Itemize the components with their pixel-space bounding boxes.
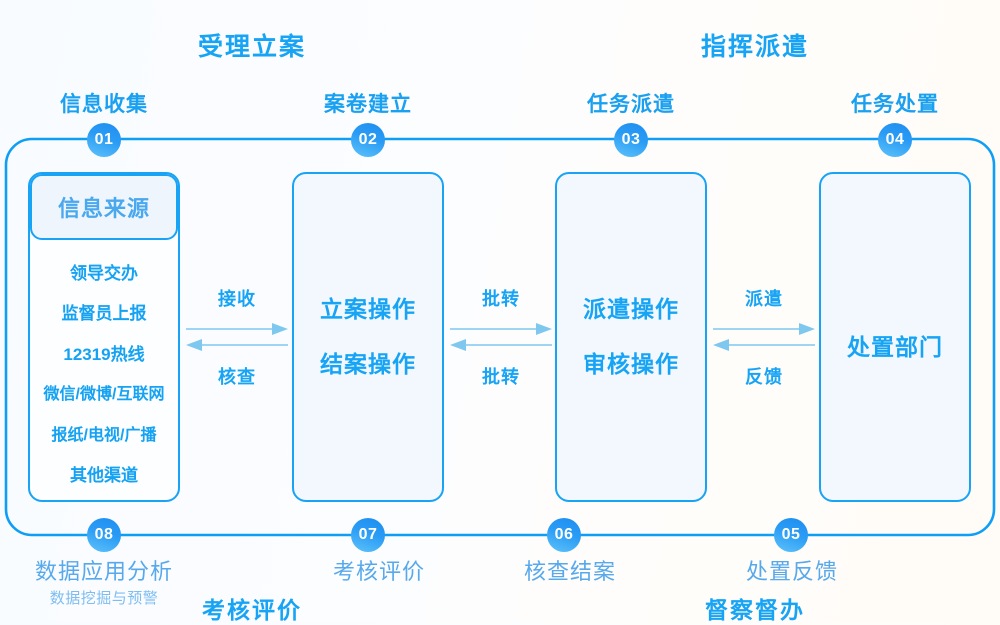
step-badge-04[interactable]: 04 <box>878 123 912 157</box>
column-case-filing-line1: 立案操作 <box>320 296 416 322</box>
phase-title-top-right: 指挥派遣 <box>700 33 810 61</box>
column-handling-department[interactable]: 处置部门 <box>819 172 971 502</box>
bottom-label-05: 处置反馈 <box>745 559 839 584</box>
step-badge-06[interactable]: 06 <box>547 518 581 552</box>
step-badge-07[interactable]: 07 <box>351 518 385 552</box>
bottom-label-07: 考核评价 <box>332 559 426 584</box>
step-badge-05[interactable]: 05 <box>774 518 808 552</box>
connector-2-arrows <box>450 323 552 351</box>
information-source-item: 监督员上报 <box>61 304 147 323</box>
phase-title-bottom-left: 考核评价 <box>202 597 302 623</box>
column-dispatch-line1: 派遣操作 <box>583 296 679 322</box>
bottom-label-08: 数据应用分析 <box>34 559 174 584</box>
phase-title-bottom-right: 督察督办 <box>705 597 805 623</box>
connector-1-arrows <box>186 323 288 351</box>
step-badge-03[interactable]: 03 <box>614 123 648 157</box>
information-source-item: 其他渠道 <box>70 466 138 485</box>
column-dispatch-line2: 审核操作 <box>583 351 679 377</box>
connector-3-arrows <box>713 323 815 351</box>
step-badge-01[interactable]: 01 <box>87 123 121 157</box>
column-handling-department-line1: 处置部门 <box>847 334 943 360</box>
connector-3: 派遣 反馈 <box>713 285 815 393</box>
connector-1: 接收 核查 <box>186 285 288 393</box>
step-badge-08[interactable]: 08 <box>87 518 121 552</box>
connector-3-top-label: 派遣 <box>745 289 783 309</box>
information-source-item: 微信/微博/互联网 <box>43 386 165 403</box>
bottom-sub-08: 数据挖掘与预警 <box>49 590 159 607</box>
step-caption-02: 案卷建立 <box>324 93 412 116</box>
column-case-filing[interactable]: 立案操作 结案操作 <box>292 172 444 502</box>
connector-3-bottom-label: 反馈 <box>745 367 783 387</box>
connector-2-top-label: 批转 <box>482 289 520 309</box>
connector-2-bottom-label: 批转 <box>482 367 520 387</box>
information-source-header: 信息来源 <box>30 174 178 240</box>
information-source-item: 领导交办 <box>70 264 138 283</box>
phase-title-top-left: 受理立案 <box>197 33 307 61</box>
step-caption-01: 信息收集 <box>60 93 148 116</box>
connector-1-bottom-label: 核查 <box>218 367 256 387</box>
information-source-item: 12319热线 <box>63 345 145 364</box>
information-source-item: 报纸/电视/广播 <box>51 427 157 444</box>
step-caption-04: 任务处置 <box>851 93 939 116</box>
bottom-label-06: 核查结案 <box>523 559 617 584</box>
step-caption-03: 任务派遣 <box>587 93 675 116</box>
step-badge-02[interactable]: 02 <box>351 123 385 157</box>
connector-2: 批转 批转 <box>450 285 552 393</box>
connector-1-top-label: 接收 <box>218 289 256 309</box>
column-case-filing-line2: 结案操作 <box>320 351 416 377</box>
column-dispatch[interactable]: 派遣操作 审核操作 <box>555 172 707 502</box>
